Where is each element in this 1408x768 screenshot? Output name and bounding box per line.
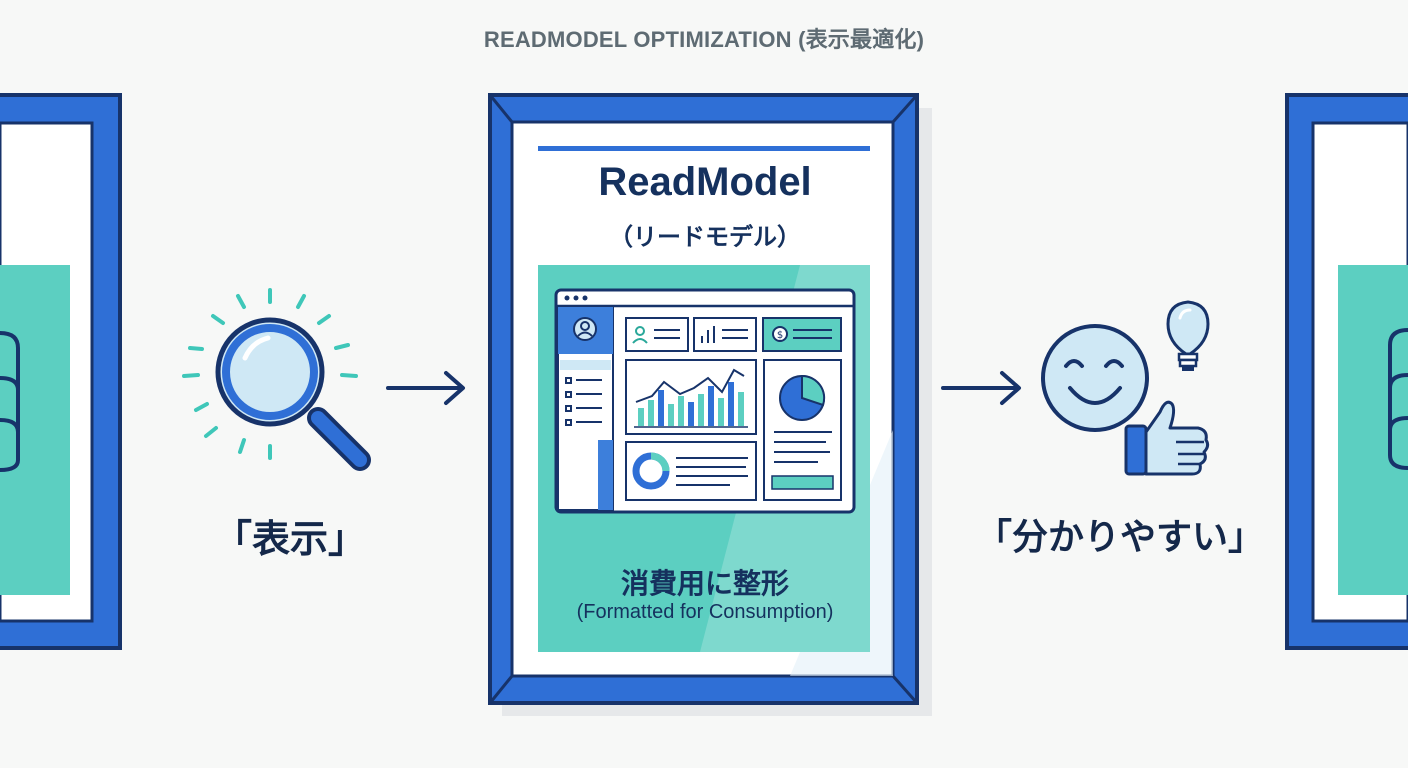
database-icon-left (0, 331, 20, 472)
magnifier-icon (182, 288, 371, 471)
smiley-face-icon (1041, 324, 1149, 432)
arrow-right-icon-1 (386, 371, 465, 405)
arrow-right-icon-2 (941, 371, 1021, 405)
readmodel-subtitle: （リードモデル） (609, 223, 801, 251)
right-frame-panel (1285, 93, 1408, 650)
display-caption: 「表示」 (213, 517, 366, 561)
left-frame-panel (0, 93, 122, 650)
easy-to-understand-caption: 「分かりやすい」 (975, 517, 1264, 558)
database-icon-right (1388, 328, 1408, 470)
formatted-label-en: (Formatted for Consumption) (576, 601, 834, 623)
svg-text:$: $ (777, 330, 783, 341)
formatted-label-jp: 消費用に整形 (620, 567, 789, 600)
lightbulb-icon (1166, 300, 1210, 371)
dashboard-icon: $ (554, 288, 856, 514)
readmodel-title: ReadModel (598, 160, 812, 204)
thumbs-up-icon (1124, 400, 1210, 476)
page-title: READMODEL OPTIMIZATION (表示最適化) (483, 27, 925, 52)
